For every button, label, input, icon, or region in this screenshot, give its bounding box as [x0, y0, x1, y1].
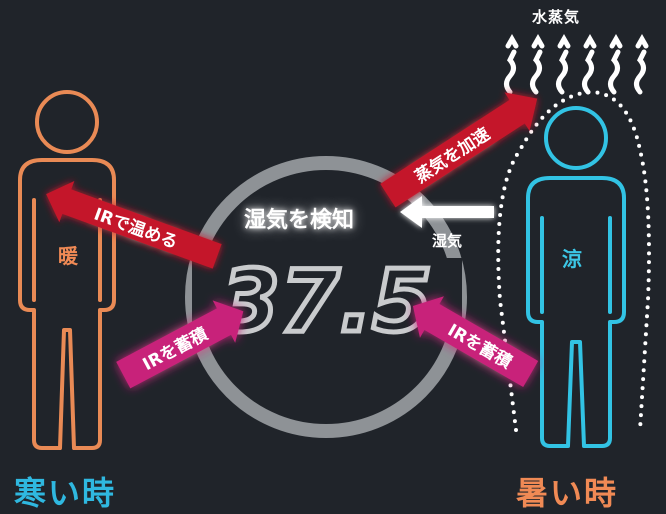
arrow-humidity-detect	[400, 196, 494, 228]
person-cool-icon	[526, 106, 626, 448]
steam-icon	[504, 33, 649, 95]
cool-label: 涼	[562, 247, 582, 271]
hot-time-label: 暑い時	[516, 474, 619, 512]
person-warm-icon	[18, 90, 116, 450]
logo-text: 37.5	[220, 252, 432, 352]
cold-time-label: 寒い時	[14, 474, 117, 512]
humidity-label: 湿気	[432, 232, 463, 250]
arrow-accelerate-steam-label: 蒸気を加速	[411, 123, 494, 187]
steam-label: 水蒸気	[532, 8, 581, 26]
warm-label: 暖	[58, 244, 78, 268]
detect-humidity-label: 湿気を検知	[244, 208, 355, 233]
